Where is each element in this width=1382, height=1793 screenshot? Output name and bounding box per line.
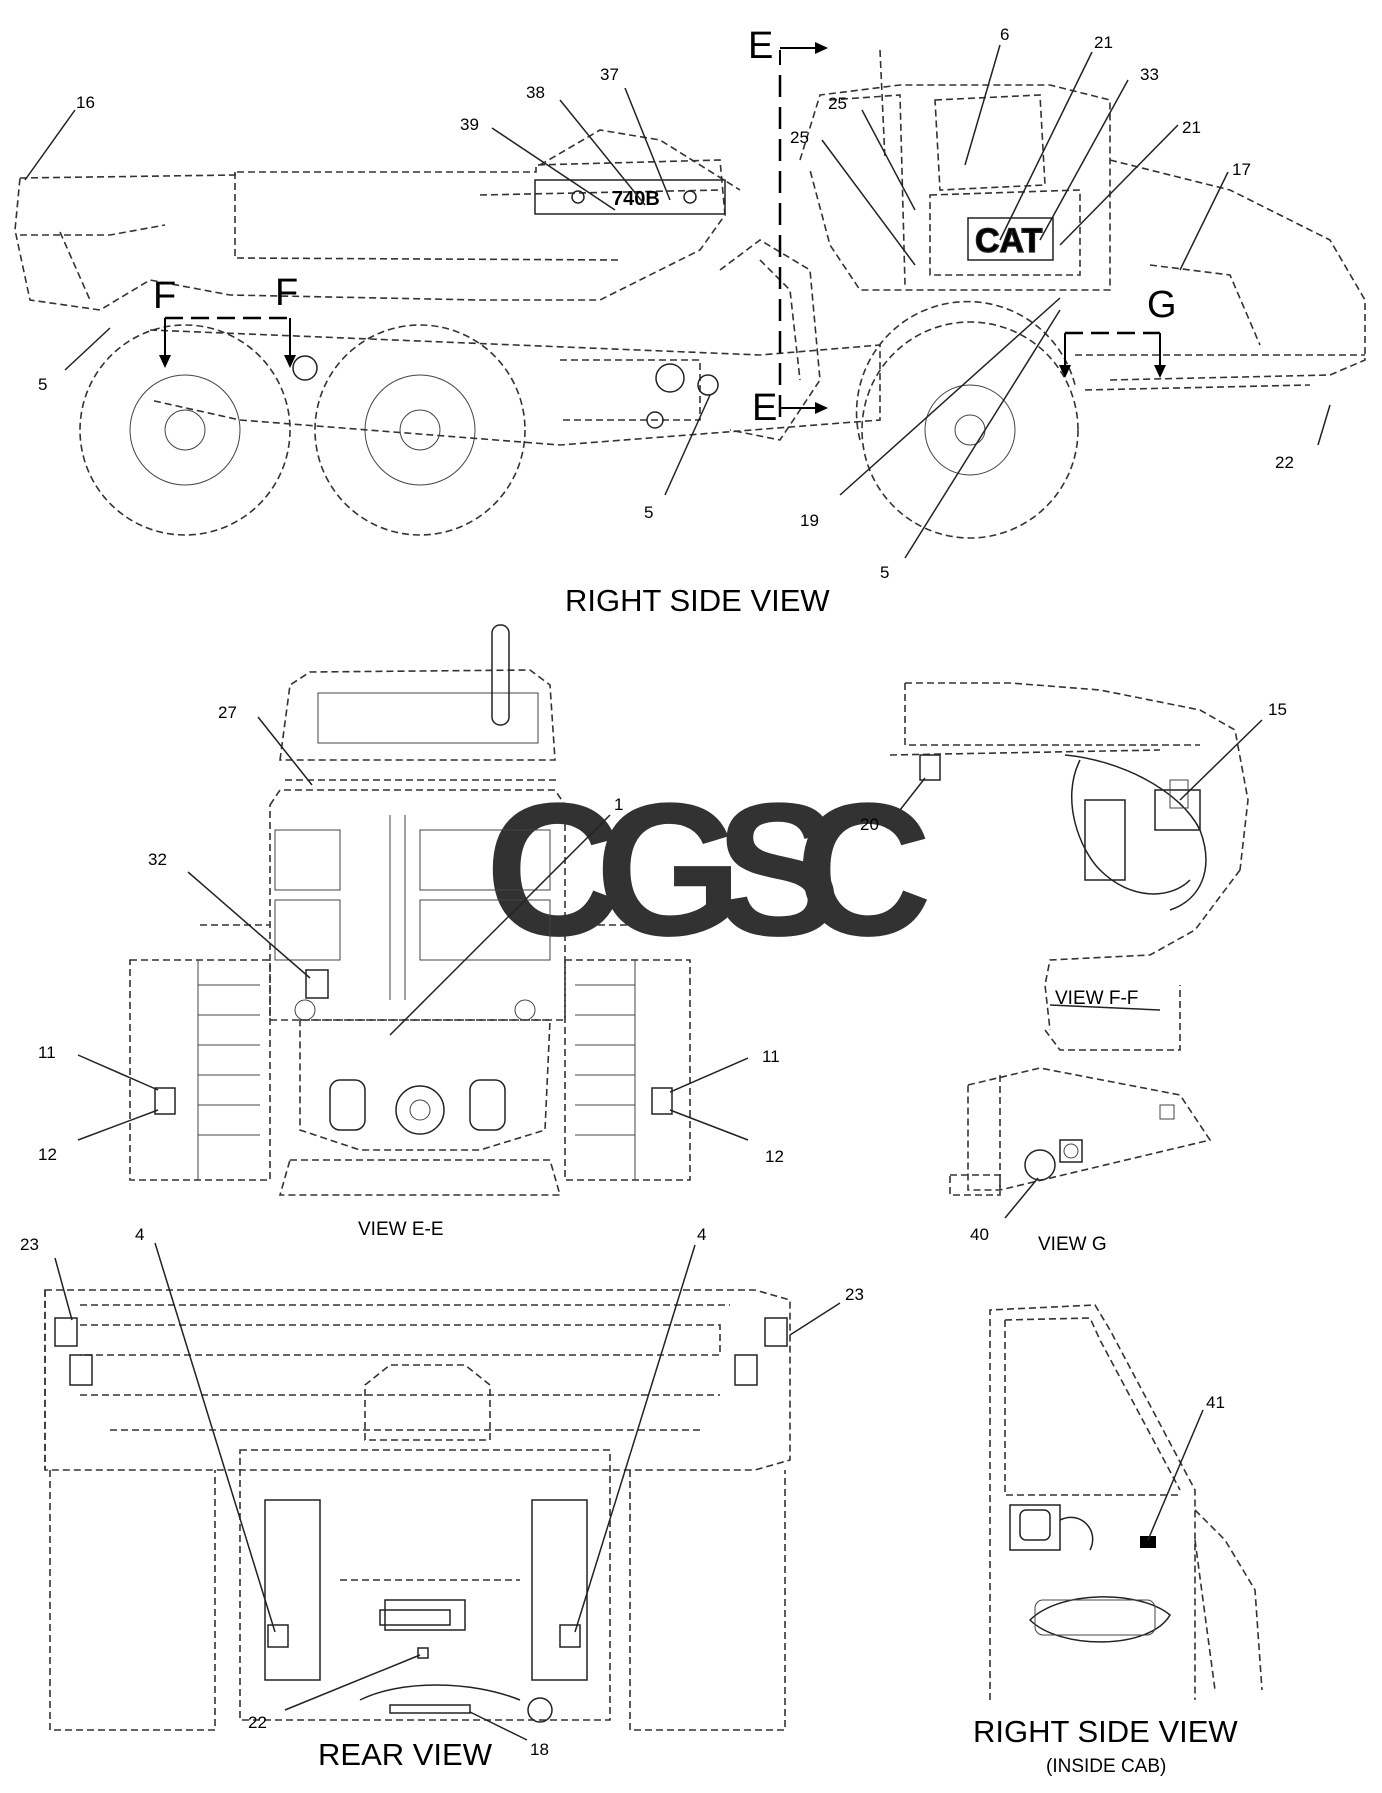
right-side-view-drawing: 740B CAT — [14, 25, 1366, 539]
callout-4-b: 4 — [697, 1225, 706, 1244]
view-title-ff: VIEW F-F — [1055, 988, 1138, 1009]
callout-27: 27 — [218, 703, 237, 722]
watermark-letter-c1: C — [485, 764, 622, 976]
callout-25-a: 25 — [828, 94, 847, 113]
callout-5-a: 5 — [38, 375, 47, 394]
right-side-view-leaders — [24, 44, 1331, 559]
callout-19: 19 — [800, 511, 819, 530]
callout-22-b: 22 — [248, 1713, 267, 1732]
watermark: C G S C — [485, 764, 932, 976]
view-ff-drawing — [889, 682, 1249, 1051]
callout-18: 18 — [530, 1740, 549, 1759]
watermark-letter-g: G — [595, 764, 743, 976]
callout-4-a: 4 — [135, 1225, 144, 1244]
callout-21-a: 21 — [1094, 33, 1113, 52]
model-plate-text: 740B — [612, 188, 660, 210]
view-subtitle-inside-cab: (INSIDE CAB) — [1046, 1756, 1166, 1777]
section-e-top-label: E — [748, 25, 773, 67]
section-e-bottom-label: E — [752, 387, 777, 429]
section-f-right-label: F — [275, 272, 298, 314]
view-title-right-side: RIGHT SIDE VIEW — [565, 583, 830, 618]
callout-41: 41 — [1206, 1393, 1225, 1412]
view-title-cab-right-side: RIGHT SIDE VIEW — [973, 1714, 1238, 1749]
rear-view-drawing — [44, 1289, 791, 1731]
section-f-left-label: F — [153, 275, 176, 317]
callout-32: 32 — [148, 850, 167, 869]
callout-1: 1 — [614, 795, 623, 814]
view-ee-drawing — [129, 624, 691, 1196]
view-g-leaders — [1004, 1177, 1039, 1219]
callout-5-b: 5 — [644, 503, 653, 522]
callout-25-b: 25 — [790, 128, 809, 147]
callout-39: 39 — [460, 115, 479, 134]
callout-11-b: 11 — [762, 1047, 780, 1066]
callout-16: 16 — [76, 93, 95, 112]
view-ff-leaders — [899, 719, 1263, 811]
cab-door-drawing — [989, 1304, 1263, 1700]
callout-33: 33 — [1140, 65, 1159, 84]
svg-text:CAT: CAT — [975, 222, 1043, 260]
watermark-letter-c2: C — [795, 764, 932, 976]
callout-17: 17 — [1232, 160, 1251, 179]
cab-door-leaders — [1147, 1409, 1204, 1541]
callout-12-b: 12 — [765, 1147, 784, 1166]
callout-37: 37 — [600, 65, 619, 84]
callout-21-b: 21 — [1182, 118, 1201, 137]
callout-6: 6 — [1000, 25, 1009, 44]
rear-view-leaders — [54, 1242, 841, 1741]
view-g-drawing — [949, 1067, 1212, 1196]
view-title-ee: VIEW E-E — [358, 1219, 444, 1240]
watermark-letter-s: S — [715, 764, 842, 976]
view-title-rear: REAR VIEW — [318, 1737, 493, 1772]
callout-23-b: 23 — [845, 1285, 864, 1304]
callout-15: 15 — [1268, 700, 1287, 719]
callout-5-c: 5 — [880, 563, 889, 582]
callout-23-a: 23 — [20, 1235, 39, 1254]
callout-38: 38 — [526, 83, 545, 102]
callout-22-a: 22 — [1275, 453, 1294, 472]
callout-12-a: 12 — [38, 1145, 57, 1164]
view-title-g: VIEW G — [1038, 1234, 1107, 1255]
section-g-label: G — [1147, 284, 1177, 326]
callout-40: 40 — [970, 1225, 989, 1244]
callout-20: 20 — [860, 815, 879, 834]
callout-11-a: 11 — [38, 1043, 56, 1062]
view-ee-leaders — [77, 716, 749, 1141]
